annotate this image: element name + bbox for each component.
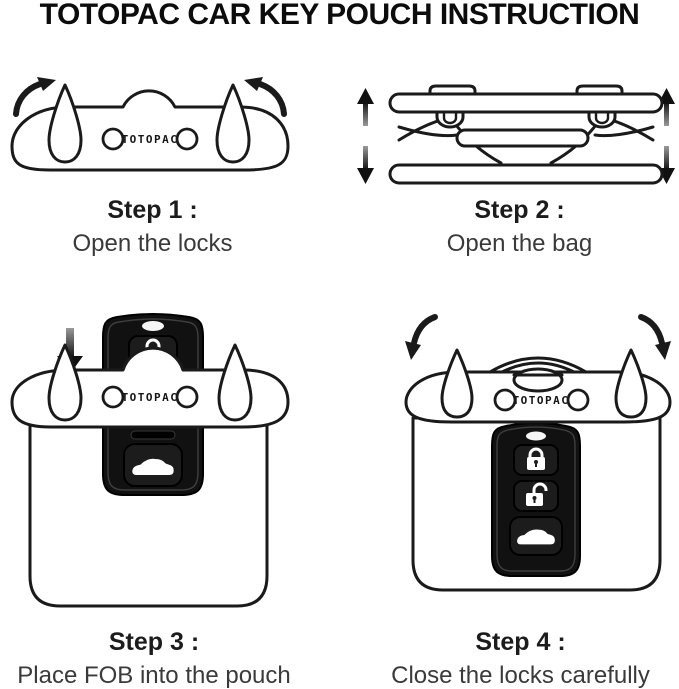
lock-pin-icon [217,343,253,422]
grommet-icon [512,367,564,393]
lock-pin-icon [614,348,648,419]
rotate-open-arrow-icon [13,77,56,117]
step-description: Open the locks [72,230,233,257]
lock-knob-icon [428,84,477,94]
brand-label: TOTOPAC [122,133,179,146]
lock-pin-icon [440,348,474,419]
rivet-icon [566,388,590,412]
rivet-icon [101,385,125,409]
step-label: Step 2 : [474,196,565,224]
rivet-icon [175,127,199,151]
step4-illustration: TOTOPAC [404,314,672,592]
step-description: Close the locks carefully [391,662,650,689]
pouch-bottom-panel [388,163,664,185]
lock-pin-icon [215,83,251,164]
step2-illustration [357,84,675,185]
lock-pin-icon [47,343,83,422]
rotate-open-arrow-icon [244,77,287,117]
opening-slot [455,128,590,148]
step-label: Step 3 : [108,628,200,656]
lock-knob-icon [575,84,624,94]
page-title: TOTOPAC CAR KEY POUCH INSTRUCTION [39,0,640,31]
rivet-icon [101,127,125,151]
lock-peg-pin [594,110,610,125]
rotate-close-arrow-icon [405,314,438,360]
step1-caption: Step 1 : Open the locks [0,196,305,258]
open-down-arrow-icon [357,146,374,184]
step3-caption: Step 3 : Place FOB into the pouch [0,628,308,689]
step-label: Step 4 : [475,628,566,656]
brand-label: TOTOPAC [122,391,179,404]
strap-arch [488,356,588,374]
pouch-body [28,420,269,608]
car-trunk-icon [132,458,174,476]
padlock-icon [527,447,545,470]
step3-illustration: TOTOPAC [10,313,290,608]
keyring-hole [526,431,546,441]
pouch-top-panel [388,92,664,114]
step-label: Step 1 : [107,196,198,224]
step-description: Place FOB into the pouch [17,662,291,689]
keyring-hole [142,321,164,331]
rivet-icon [175,385,199,409]
car-trunk-icon [517,529,555,545]
rotate-close-arrow-icon [638,314,671,360]
strap-arch-inner [500,361,576,374]
step4-caption: Step 4 : Close the locks carefully [362,628,679,689]
open-up-arrow-icon [357,88,374,126]
lock-pin-icon [47,83,83,164]
step-description: Open the bag [446,230,593,257]
lock-peg-pin [442,110,458,125]
key-fob [491,422,581,577]
pouch-top-band [404,370,672,424]
step1-illustration: TOTOPAC [10,77,290,172]
lock-peg-icon [587,110,617,129]
lock-peg-icon [435,110,465,129]
fob-groove [130,430,176,440]
rivet-icon [493,388,517,412]
step2-caption: Step 2 : Open the bag [360,196,679,258]
unlock-icon [526,482,548,506]
brand-label: TOTOPAC [513,394,570,407]
